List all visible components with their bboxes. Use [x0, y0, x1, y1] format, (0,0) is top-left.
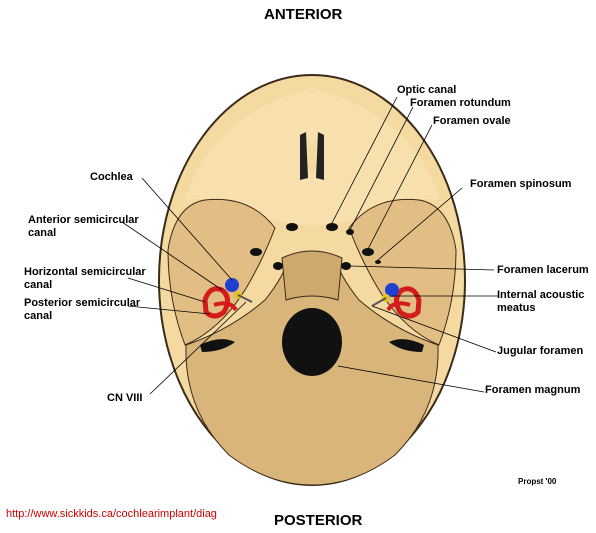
optic-canal-left: [286, 223, 298, 231]
author-credit: Propst '00: [518, 477, 556, 486]
foramen-ovale-left: [250, 248, 262, 256]
source-url[interactable]: http://www.sickkids.ca/cochlearimplant/d…: [6, 508, 217, 520]
foramen-ovale-right: [362, 248, 374, 256]
label-horizontal-semicircular-canal: Horizontal semicircular canal: [24, 266, 146, 292]
label-optic-canal: Optic canal: [397, 84, 456, 97]
label-cochlea: Cochlea: [90, 171, 133, 184]
foramen-magnum: [282, 308, 342, 376]
foramen-spinosum-right: [375, 260, 381, 264]
label-foramen-rotundum: Foramen rotundum: [410, 97, 511, 110]
posterior-label: POSTERIOR: [274, 512, 362, 529]
optic-canal-right: [326, 223, 338, 231]
label-anterior-semicircular-canal: Anterior semicircular canal: [28, 214, 139, 240]
label-jugular-foramen: Jugular foramen: [497, 345, 583, 358]
label-internal-acoustic-meatus: Internal acoustic meatus: [497, 289, 584, 315]
label-foramen-spinosum: Foramen spinosum: [470, 178, 571, 191]
label-foramen-magnum: Foramen magnum: [485, 384, 580, 397]
clivus: [282, 251, 342, 300]
anterior-label: ANTERIOR: [264, 6, 342, 23]
label-foramen-ovale: Foramen ovale: [433, 115, 511, 128]
label-cn-viii: CN VIII: [107, 392, 142, 405]
foramen-lacerum-left: [273, 262, 283, 270]
label-posterior-semicircular-canal: Posterior semicircular canal: [24, 297, 140, 323]
foramen-lacerum-right: [341, 262, 351, 270]
label-foramen-lacerum: Foramen lacerum: [497, 264, 589, 277]
